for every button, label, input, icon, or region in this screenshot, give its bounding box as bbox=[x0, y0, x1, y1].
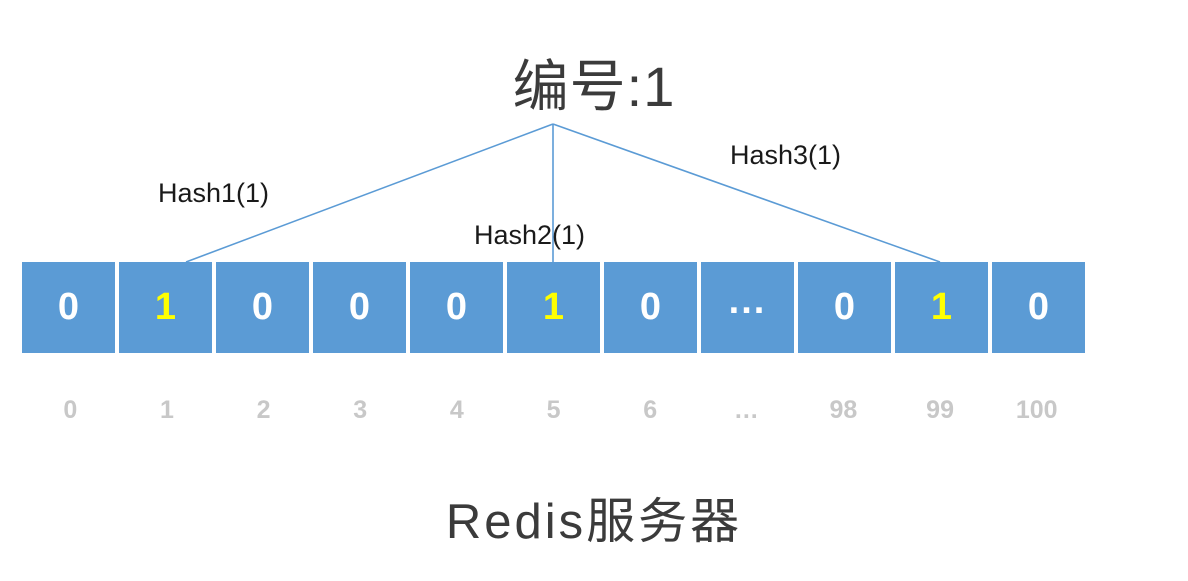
bit-index-label: 100 bbox=[1015, 396, 1058, 424]
bit-index-label: 99 bbox=[926, 396, 954, 424]
page-title: 编号:1 bbox=[512, 55, 676, 118]
diagram-caption: Redis服务器 bbox=[445, 495, 743, 549]
bit-index-label: 3 bbox=[353, 396, 368, 424]
bit-cell[interactable]: ... bbox=[699, 262, 796, 353]
bit-cell[interactable]: 1 bbox=[505, 262, 602, 353]
bit-index-label: 4 bbox=[449, 396, 464, 424]
hash1-label: Hash1(1) bbox=[158, 178, 270, 208]
bit-array: 0 1 0 0 0 1 0 ... 0 1 0 bbox=[22, 262, 1085, 353]
bit-cell[interactable]: 1 bbox=[893, 262, 990, 353]
bit-cell[interactable]: 0 bbox=[796, 262, 893, 353]
bit-cell[interactable]: 0 bbox=[311, 262, 408, 353]
bit-cell[interactable]: 0 bbox=[602, 262, 699, 353]
hash2-label: Hash2(1) bbox=[474, 220, 586, 250]
bit-cell[interactable]: 0 bbox=[408, 262, 505, 353]
hash3-label: Hash3(1) bbox=[730, 140, 842, 170]
bit-cell[interactable]: 1 bbox=[117, 262, 214, 353]
bit-cell[interactable]: 0 bbox=[214, 262, 311, 353]
bit-index-label: 5 bbox=[546, 396, 561, 424]
bit-array-index-row: 0 1 2 3 4 5 6 ... 98 99 100 bbox=[22, 395, 1085, 435]
bit-index-label: 1 bbox=[160, 396, 174, 424]
bit-cell[interactable]: 0 bbox=[22, 262, 117, 353]
bit-index-label: 0 bbox=[63, 396, 78, 424]
bit-index-label: ... bbox=[734, 396, 759, 424]
bit-index-label: 2 bbox=[256, 396, 271, 424]
bit-index-label: 6 bbox=[643, 396, 658, 424]
bit-index-label: 98 bbox=[829, 396, 858, 424]
bit-cell[interactable]: 0 bbox=[990, 262, 1085, 353]
